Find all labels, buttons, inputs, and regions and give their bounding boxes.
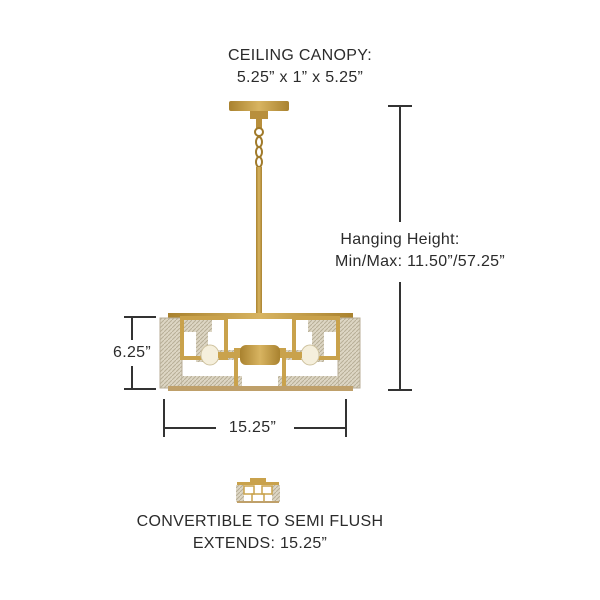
fixture-width-label: 15.25” bbox=[228, 419, 277, 436]
ceiling-canopy bbox=[229, 101, 289, 137]
fixture-width-dimension bbox=[163, 399, 347, 437]
convertible-note: CONVERTIBLE TO SEMI FLUSH bbox=[136, 513, 384, 530]
stem bbox=[256, 167, 262, 317]
semi-flush-thumbnail bbox=[236, 478, 280, 503]
chain bbox=[255, 136, 263, 168]
fixture-body bbox=[159, 313, 361, 391]
canopy-dimensions: 5.25” x 1” x 5.25” bbox=[236, 69, 364, 86]
canopy-title: CEILING CANOPY: bbox=[227, 47, 373, 64]
fixture-height-label: 6.25” bbox=[113, 344, 151, 361]
fixture-height-dimension bbox=[124, 316, 156, 390]
hanging-height-dimension bbox=[388, 105, 412, 391]
extends-note: EXTENDS: 15.25” bbox=[192, 535, 328, 552]
hanging-height-title: Hanging Height: bbox=[340, 231, 460, 248]
hanging-height-dimensions: Min/Max: 11.50”/57.25” bbox=[335, 253, 505, 270]
